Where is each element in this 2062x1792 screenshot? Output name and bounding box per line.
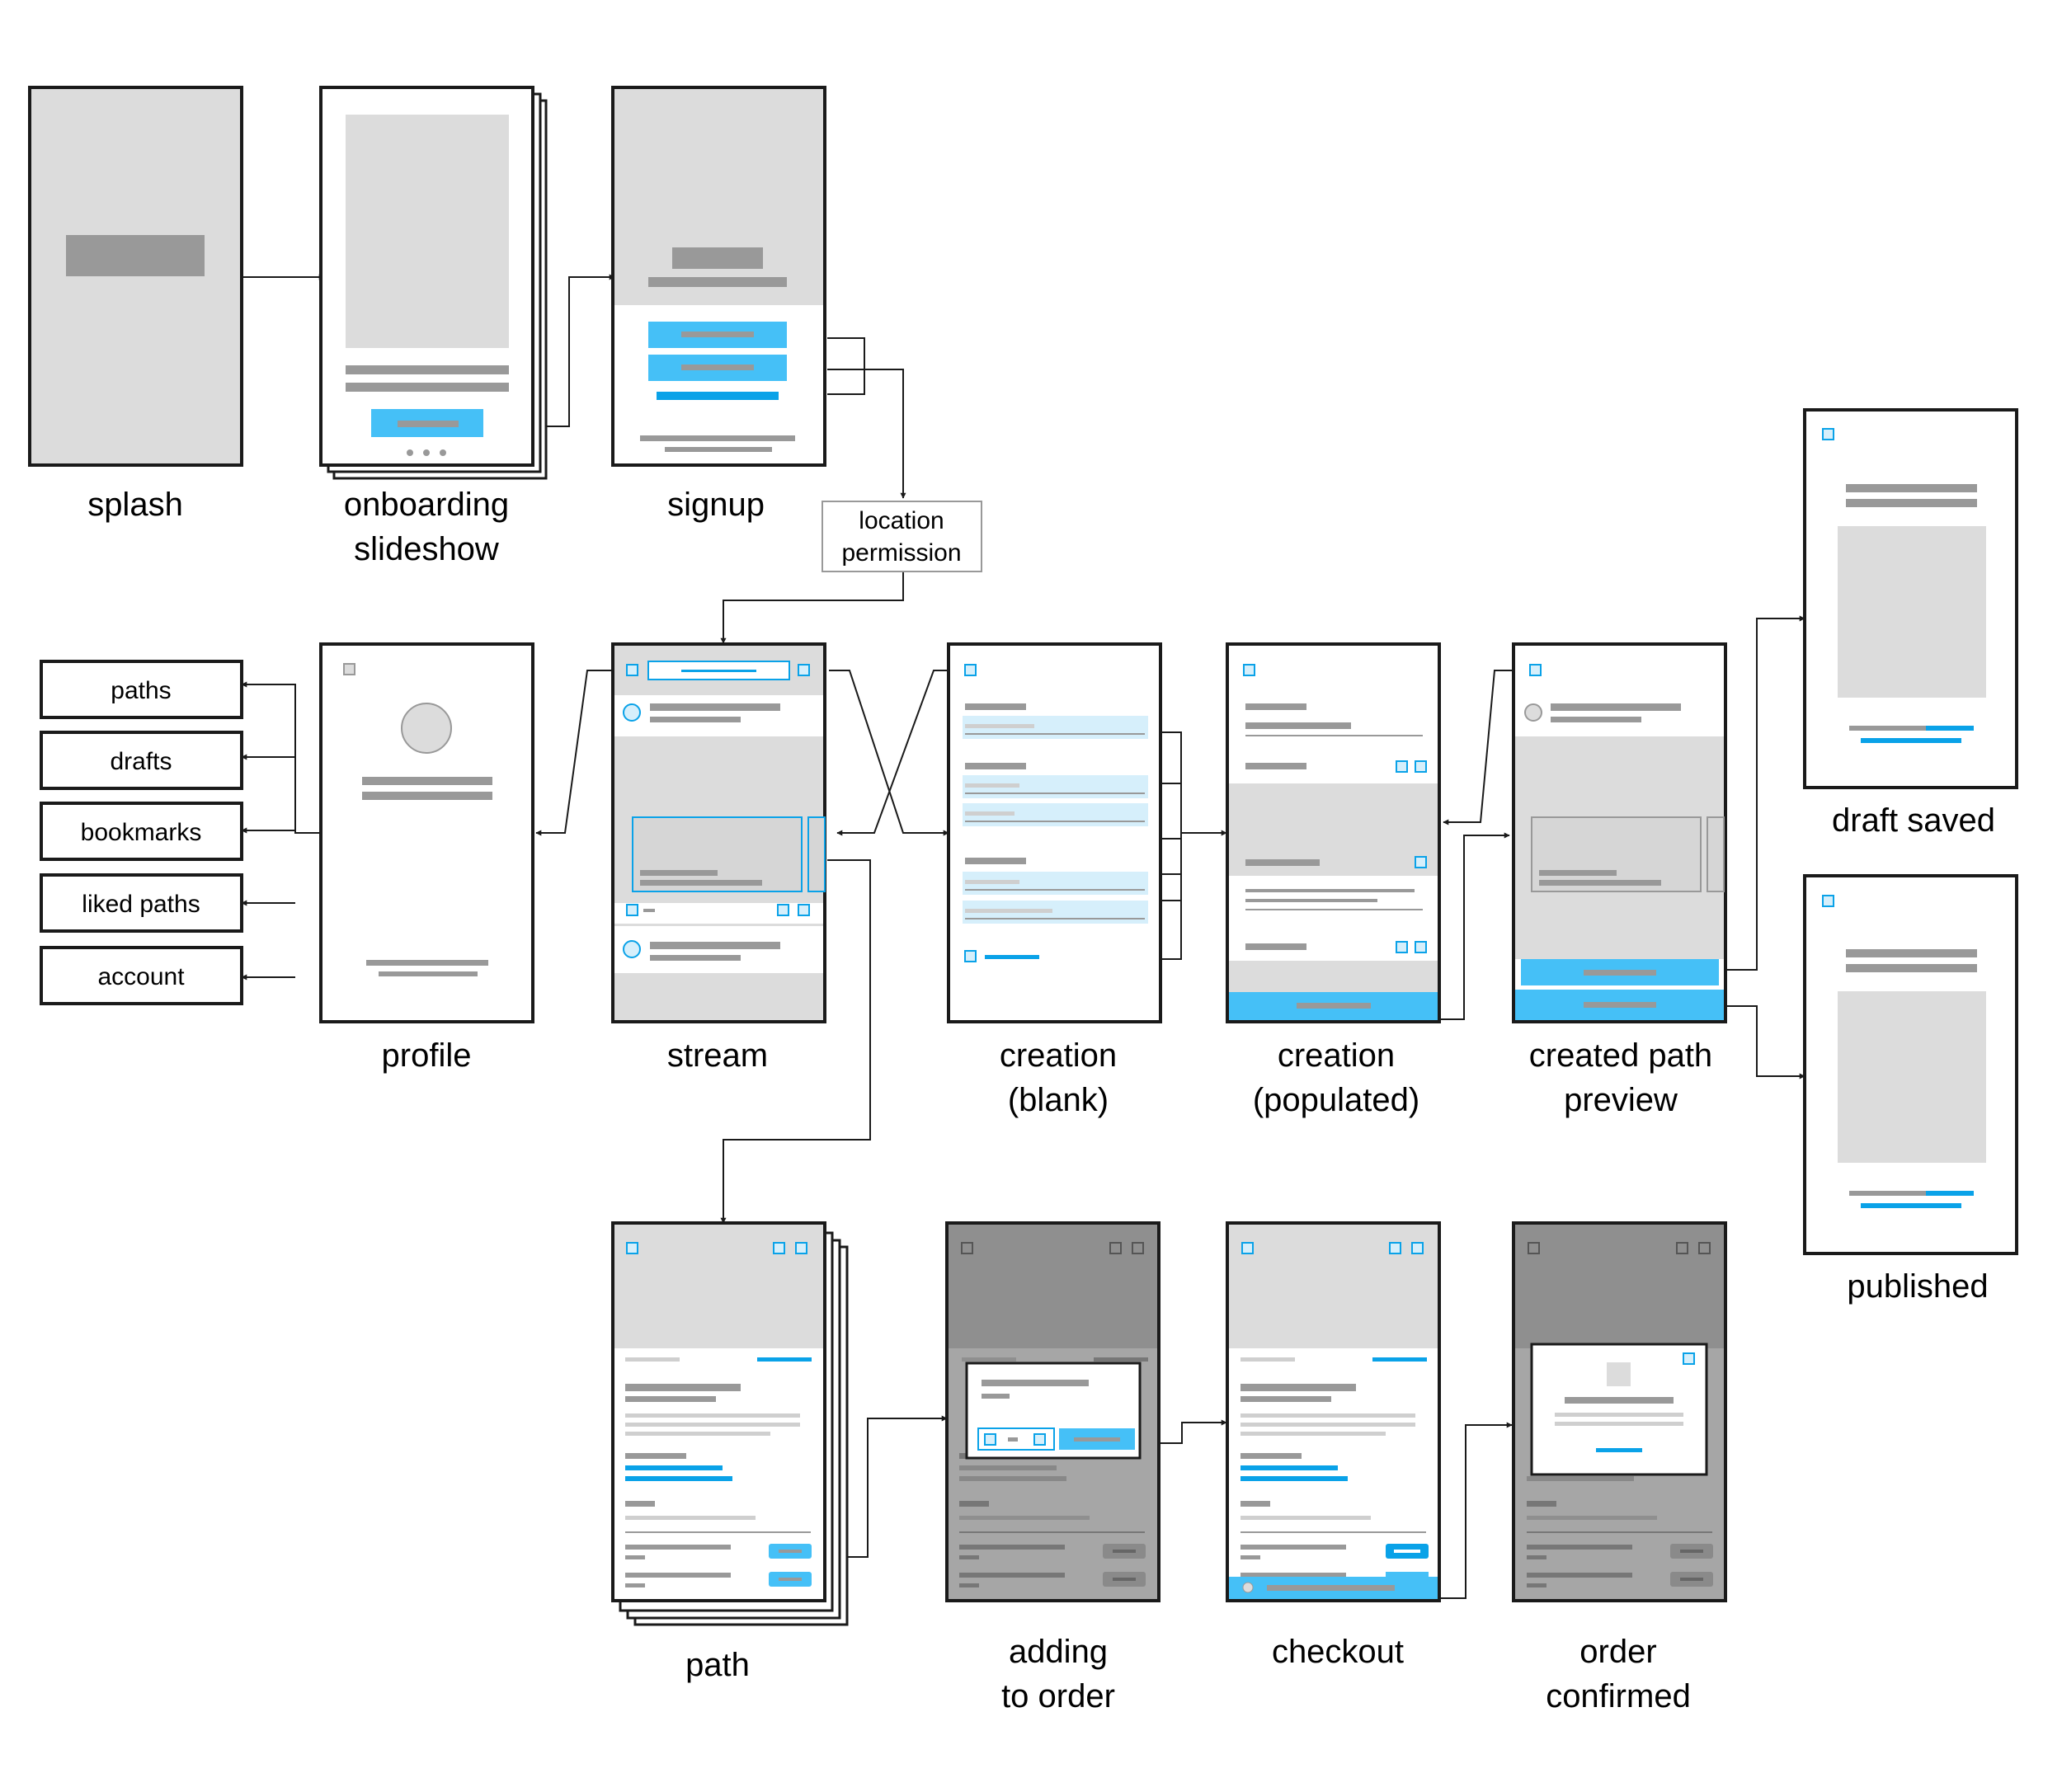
screen-path [611,1221,849,1626]
profile-menu [40,660,243,1005]
label-splash: splash [87,487,183,523]
label-creation-blank: creation [1000,1037,1117,1074]
label-stream: stream [667,1037,768,1074]
label-creation-blank-line2: (blank) [1008,1082,1109,1118]
label-onboarding-slideshow-line2: slideshow [354,531,499,567]
label-signup: signup [667,487,765,523]
label-adding-to-order-line2: to order [1001,1678,1115,1714]
label-order-confirmed-line2: confirmed [1546,1678,1691,1714]
screen-checkout [1226,1221,1441,1602]
label-order-confirmed: order [1579,1634,1656,1670]
screen-published [1803,874,2018,1255]
screen-onboarding-slideshow [319,86,548,480]
screen-created-path-preview [1512,642,1727,1023]
menu-item-drafts: drafts [110,748,172,775]
screen-stream [611,642,826,1023]
label-created-path-preview-line2: preview [1564,1082,1678,1118]
label-creation-populated-line2: (populated) [1253,1082,1419,1118]
label-adding-to-order: adding [1009,1634,1108,1670]
menu-item-account: account [97,963,185,990]
label-location-permission-line2: permission [841,539,961,567]
menu-item-liked-paths: liked paths [82,891,200,918]
screen-draft-saved [1803,408,2018,789]
screen-adding-to-order [945,1221,1160,1602]
label-checkout: checkout [1272,1634,1404,1670]
label-creation-populated: creation [1278,1037,1395,1074]
dialog-location-permission [822,501,982,572]
connectors [241,274,1805,1599]
screen-creation-blank [947,642,1162,1023]
label-onboarding-slideshow: onboarding [344,487,509,523]
menu-item-paths: paths [111,677,171,704]
menu-item-bookmarks: bookmarks [81,819,202,846]
screen-profile [319,642,534,1023]
screen-labels: splash onboarding slideshow signup locat… [87,487,1995,1714]
screen-splash [28,86,243,467]
screen-order-confirmed [1512,1221,1727,1602]
label-published: published [1847,1268,1988,1305]
profile-menu-labels: paths drafts bookmarks liked paths accou… [81,677,202,990]
label-profile: profile [382,1037,472,1074]
label-draft-saved: draft saved [1832,802,1995,839]
label-created-path-preview: created path [1529,1037,1712,1074]
screen-signup [611,86,826,467]
label-location-permission: location [859,507,944,534]
label-path: path [685,1647,750,1683]
screen-creation-populated [1226,642,1441,1023]
